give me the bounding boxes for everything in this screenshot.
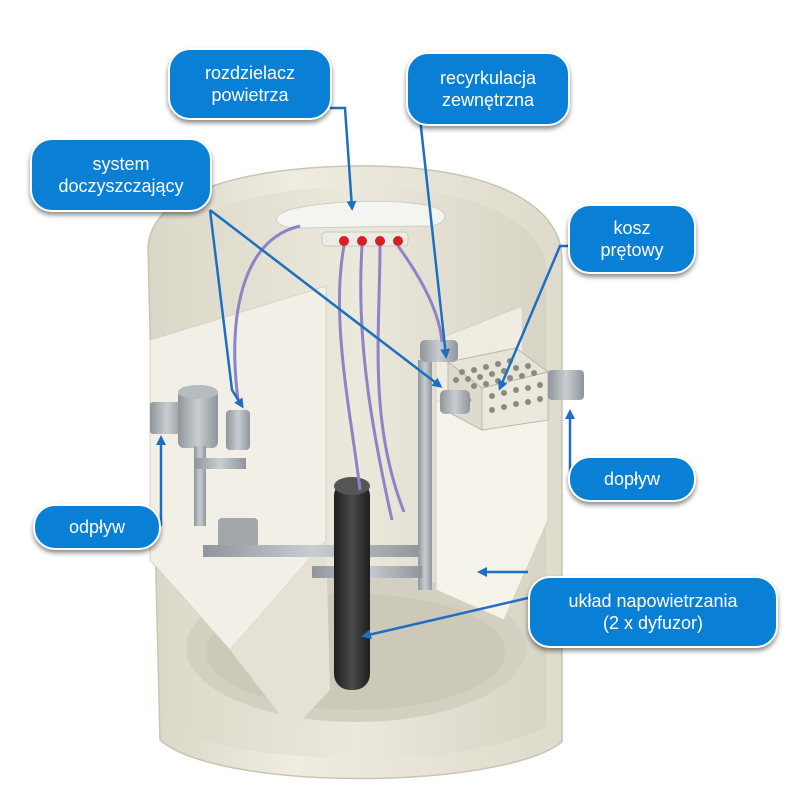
label-polishing-system-line1: system — [92, 154, 150, 174]
arrow-rozdzielacz — [330, 106, 357, 211]
label-bar-basket-line1: kosz — [613, 218, 651, 238]
label-bar-basket-line2: prętowy — [600, 240, 664, 260]
air-hoses — [233, 224, 444, 521]
arrow-system-right — [209, 209, 443, 388]
pipework — [150, 340, 584, 590]
label-aeration-system: układ napowietrzania (2 x dyfuzor) — [528, 576, 778, 648]
label-outflow: odpływ — [33, 504, 161, 550]
label-polishing-system-line2: doczyszczający — [58, 176, 184, 196]
label-outflow-text: odpływ — [68, 517, 126, 537]
arrow-system-left — [208, 209, 244, 409]
label-external-recirculation-line1: recyrkulacja — [439, 68, 537, 88]
diffuser — [334, 477, 370, 690]
label-external-recirculation-line2: zewnętrzna — [441, 90, 535, 110]
center-panel — [230, 540, 330, 730]
arrow-uklad-2 — [361, 596, 529, 640]
label-inflow: dopływ — [568, 456, 696, 502]
label-air-distributor-line2: powietrza — [211, 85, 289, 105]
label-air-distributor: rozdzielacz powietrza — [168, 48, 332, 120]
label-polishing-system: system doczyszczający — [30, 138, 212, 212]
label-air-distributor-line1: rozdzielacz — [204, 63, 296, 83]
label-aeration-system-line1: układ napowietrzania — [568, 591, 738, 611]
label-bar-basket: kosz prętowy — [568, 204, 696, 274]
bar-basket — [446, 347, 550, 431]
label-aeration-system-line2: (2 x dyfuzor) — [602, 613, 704, 633]
label-external-recirculation: recyrkulacja zewnętrzna — [406, 52, 570, 126]
label-inflow-text: dopływ — [603, 469, 661, 489]
air-manifold — [275, 200, 446, 247]
